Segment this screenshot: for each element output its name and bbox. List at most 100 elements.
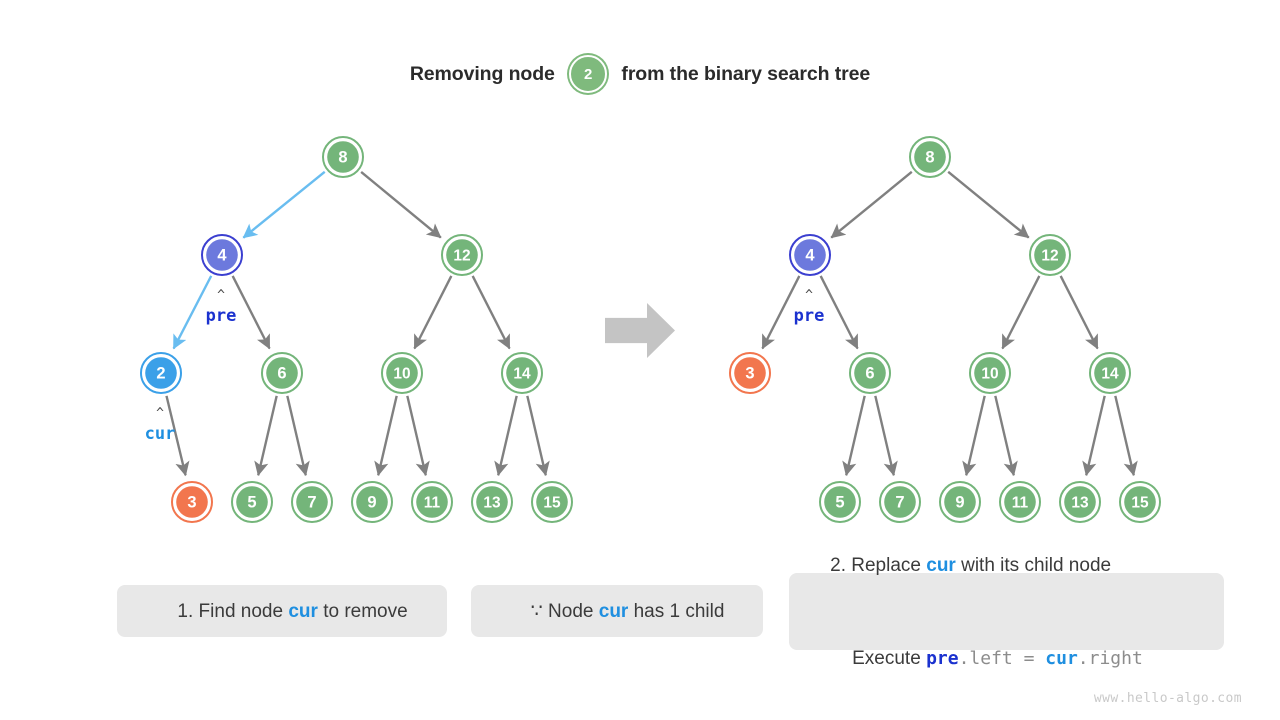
tree-edge [413, 275, 453, 350]
tree-edge [994, 395, 1018, 477]
tree-edge [526, 395, 550, 477]
tree-edge [819, 275, 859, 350]
caption-1-prefix: 1. Find node [177, 600, 289, 622]
tree-node-value: 6 [277, 364, 286, 382]
pointer-label-pre: pre [794, 306, 825, 326]
tree-edge [360, 171, 442, 239]
tree-edge [1001, 275, 1041, 350]
title-text-before: Removing node [409, 62, 561, 85]
tree-node: 11 [999, 481, 1041, 523]
tree-node: 15 [1119, 481, 1161, 523]
pointer-caret-icon: ^ [156, 406, 164, 421]
tree-node-value: 2 [156, 364, 165, 382]
tree-edge [254, 395, 278, 477]
tree-edge [374, 395, 398, 477]
caption-step-1: 1. Find node cur to remove [117, 585, 447, 637]
caption-3b-keyword-cur: cur [1045, 647, 1078, 669]
tree-node-value: 14 [1101, 365, 1119, 382]
tree-pointers: ^pre^cur^pre [145, 288, 825, 444]
caption-2-keyword: cur [598, 600, 629, 622]
tree-node: 14 [501, 352, 543, 394]
tree-edge [231, 275, 271, 350]
tree-edge [494, 395, 518, 477]
tree-node-value: 9 [367, 493, 376, 511]
tree-edge [947, 170, 1030, 239]
tree-node: 8 [322, 136, 364, 178]
caption-reason-text: ∵ Node cur has 1 child [510, 565, 725, 658]
caption-3-keyword: cur [926, 554, 956, 576]
caption-step-2-line-2: Execute pre.left = cur.right [809, 612, 1143, 705]
tree-node-value: 8 [925, 148, 934, 166]
transition-arrow-group [605, 303, 675, 358]
tree-node: 11 [411, 481, 453, 523]
tree-node: 15 [531, 481, 573, 523]
tree-node-value: 15 [543, 494, 561, 511]
tree-edge [242, 170, 326, 239]
tree-node: 10 [381, 352, 423, 394]
tree-edge [1114, 395, 1138, 477]
tree-node: 13 [1059, 481, 1101, 523]
tree-nodes: 8 4 12 2 6 10 14 3 5 7 9 11 13 15 8 4 12 3 6 10 14 5 7 9 11 13 15 [140, 136, 1161, 523]
tree-edge [406, 395, 430, 477]
tree-node: 10 [969, 352, 1011, 394]
tree-edge [172, 275, 213, 350]
tree-edge [842, 395, 866, 477]
tree-node-value: 14 [513, 365, 531, 382]
tree-node-value: 7 [307, 493, 316, 511]
caption-3b-keyword-pre: pre [926, 647, 959, 669]
tree-node: 12 [441, 234, 483, 276]
tree-edge [761, 275, 801, 350]
tree-node: 9 [939, 481, 981, 523]
tree-node: 12 [1029, 234, 1071, 276]
caption-step-1-text: 1. Find node cur to remove [156, 565, 407, 658]
title-text-after: from the binary search tree [616, 62, 871, 85]
caption-3-suffix: with its child node [955, 554, 1112, 576]
tree-node: 2 [140, 352, 182, 394]
tree-node-value: 8 [338, 148, 347, 166]
tree-node-value: 10 [981, 365, 998, 382]
tree-node-value: 3 [745, 364, 754, 382]
caption-2-prefix: ∵ Node [530, 600, 599, 622]
tree-node-value: 13 [1071, 494, 1089, 511]
tree-node-value: 10 [393, 365, 410, 382]
tree-node: 5 [819, 481, 861, 523]
tree-edge [286, 395, 310, 477]
tree-node-value: 13 [483, 494, 501, 511]
tree-node-value: 11 [1012, 494, 1029, 511]
tree-node-value: 12 [453, 247, 470, 264]
caption-2-suffix: has 1 child [628, 600, 725, 622]
tree-node-value: 7 [895, 493, 904, 511]
caption-1-keyword: cur [288, 600, 318, 622]
tree-node-value: 12 [1041, 247, 1058, 264]
tree-node-value: 4 [805, 246, 815, 264]
pointer-caret-icon: ^ [805, 288, 813, 303]
caption-3b-dim-left: .left = [958, 647, 1046, 669]
tree-node-value: 5 [247, 493, 256, 511]
tree-edge [1082, 395, 1106, 477]
tree-edge [1059, 275, 1099, 350]
caption-reason: ∵ Node cur has 1 child [471, 585, 763, 637]
tree-node: 4 [789, 234, 831, 276]
tree-edges [165, 170, 1138, 477]
tree-node: 13 [471, 481, 513, 523]
tree-node-value: 3 [187, 493, 196, 511]
pointer-caret-icon: ^ [217, 288, 225, 303]
caption-3b-prefix: Execute [852, 647, 927, 669]
tree-edge [874, 395, 898, 477]
tree-node-value: 6 [865, 364, 874, 382]
tree-node-value: 15 [1131, 494, 1149, 511]
tree-node-value: 5 [835, 493, 844, 511]
caption-3b-dim-right: .right [1077, 647, 1143, 669]
tree-node: 4 [201, 234, 243, 276]
title-node-badge: 2 [569, 55, 608, 93]
tree-node: 14 [1089, 352, 1131, 394]
page-title: Removing node 2 from the binary search t… [0, 54, 1280, 94]
caption-step-2: 2. Replace cur with its child node Execu… [789, 555, 1224, 669]
tree-edge [962, 395, 986, 477]
transition-arrow-icon [605, 303, 675, 358]
tree-node: 3 [171, 481, 213, 523]
tree-node-value: 9 [955, 493, 964, 511]
tree-node-value: 4 [217, 246, 227, 264]
caption-step-2-line-1: 2. Replace cur with its child node [809, 519, 1111, 612]
